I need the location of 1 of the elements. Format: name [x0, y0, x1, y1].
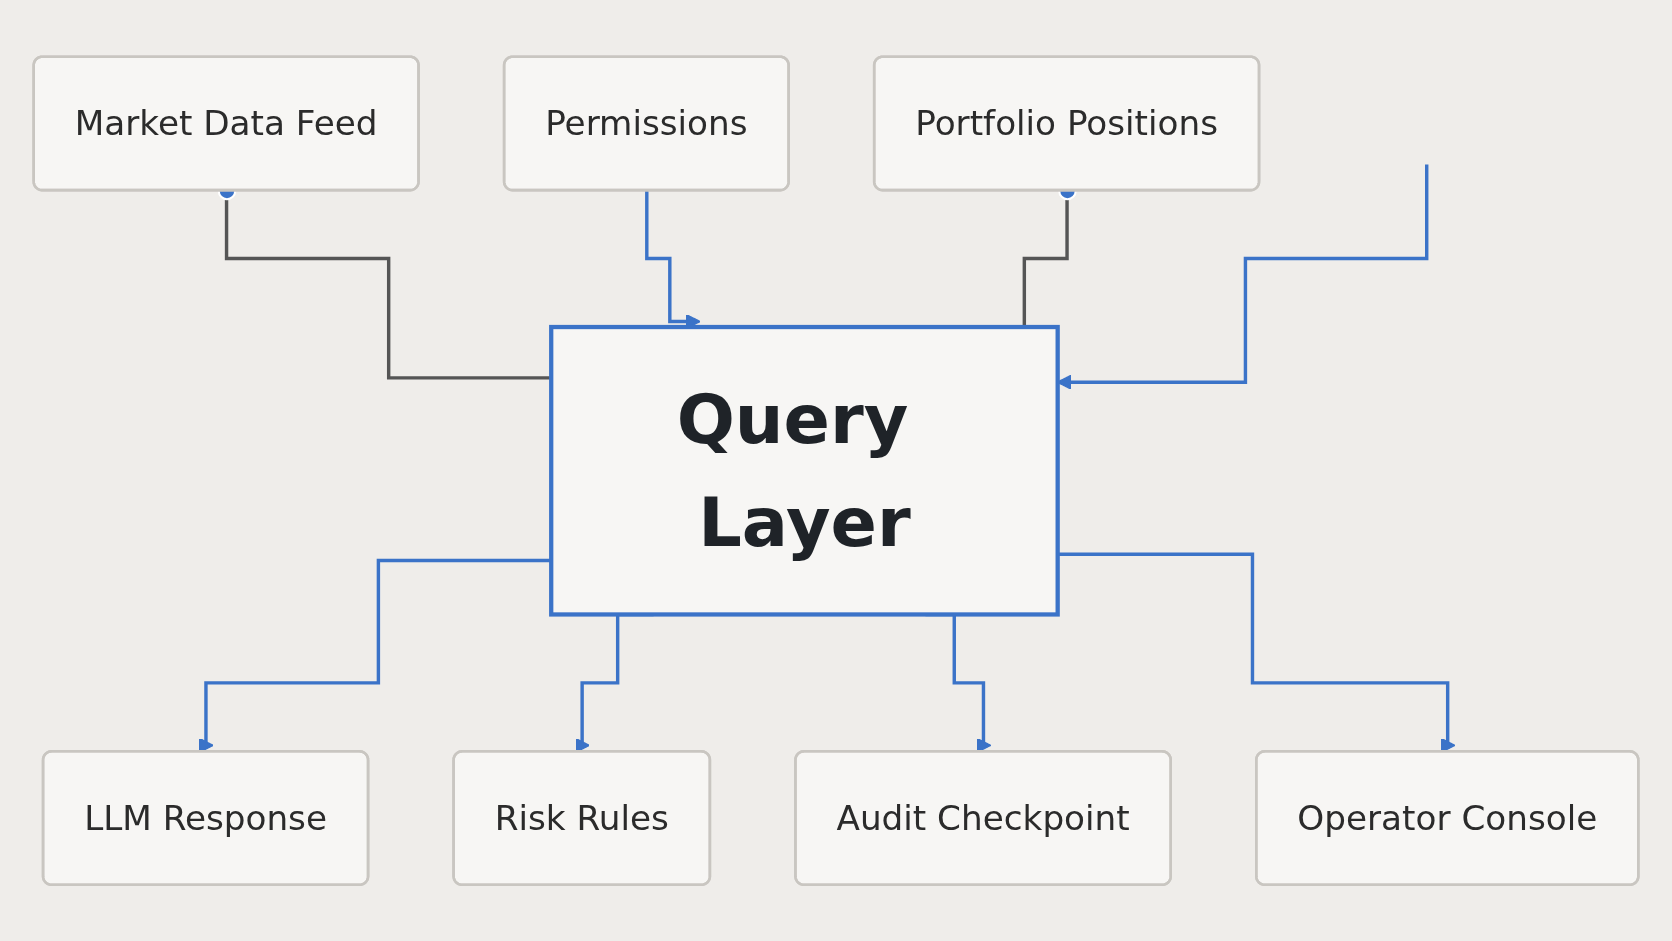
- node-box: Query Layer: [549, 324, 1060, 617]
